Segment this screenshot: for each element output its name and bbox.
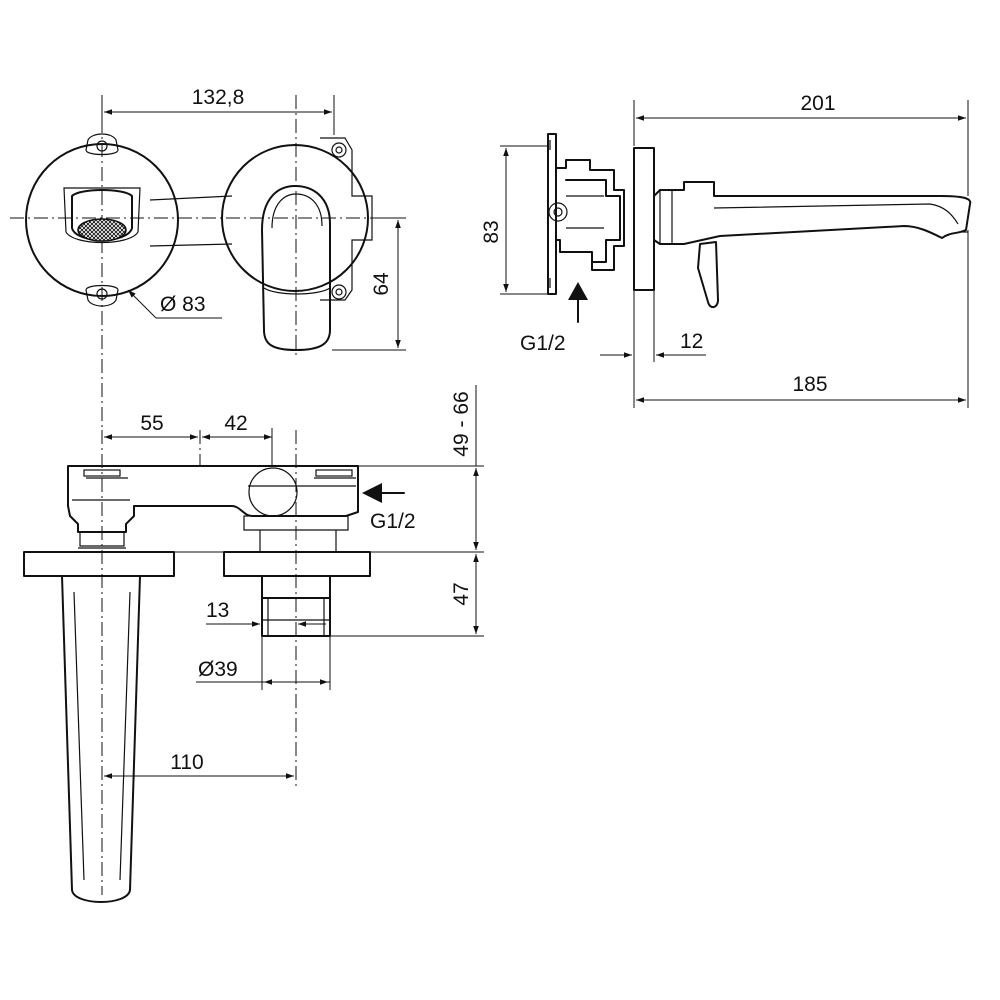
dim-text-rosette-diameter: Ø 83 (160, 293, 206, 316)
dim-text-offset-55: 55 (140, 412, 163, 435)
rosette-edge (633, 147, 655, 291)
dim-55-42: 55 42 (104, 412, 273, 466)
dim-text-spout-offset: 110 (170, 751, 203, 774)
dim-49-66: 49 - 66 (174, 385, 484, 553)
dim-text-cartridge-diameter: Ø39 (198, 658, 238, 681)
dim-83: 83 (480, 145, 548, 295)
dim-text-lower-height: 47 (450, 582, 473, 605)
dim-47: 47 (330, 554, 484, 637)
dim-diameter-83: Ø 83 (127, 289, 222, 319)
dim-12: 12 (600, 290, 706, 408)
dim-text-top-width: 132,8 (192, 86, 245, 109)
dim-text-side-body-height: 83 (480, 220, 503, 243)
dim-diameter-39: Ø39 (196, 636, 331, 690)
dim-text-front-inlet: G1/2 (370, 510, 416, 533)
dim-132-8: 132,8 (101, 86, 335, 135)
dim-64: 64 (332, 217, 406, 351)
dim-text-offset-42: 42 (224, 412, 247, 435)
dim-text-side-inlet: G1/2 (520, 332, 566, 355)
aerator-icon (77, 218, 127, 242)
dim-text-spout-projection: 185 (792, 373, 827, 396)
spout-rosette (25, 133, 179, 307)
side-inlet-arrow: G1/2 (520, 282, 588, 355)
cartridge (261, 575, 331, 637)
top-view: 132,8 Ø 83 64 (10, 86, 406, 430)
spout-side (653, 181, 972, 308)
dim-text-spout-length: 201 (800, 92, 835, 115)
valve-body (67, 465, 359, 547)
dim-110: 110 (104, 751, 294, 779)
dim-text-small-offset: 13 (206, 599, 229, 622)
front-inlet-arrow: G1/2 (362, 483, 416, 533)
wall-mount-plate (547, 133, 625, 295)
dim-text-installation-depth: 49 - 66 (450, 391, 473, 456)
handle-rosette (221, 144, 369, 351)
dim-201: 201 (633, 92, 969, 196)
dim-text-handle-height: 64 (370, 272, 393, 296)
flange-plates (23, 530, 371, 577)
side-view: G1/2 83 201 12 185 (480, 92, 972, 408)
dim-185: 185 (636, 230, 969, 408)
lever-side (697, 241, 719, 308)
spout-front (61, 575, 141, 903)
dim-text-wall-offset: 12 (680, 330, 703, 353)
front-view: G1/2 55 42 49 - 66 47 13 (23, 385, 484, 903)
dim-13: 13 (206, 599, 326, 627)
